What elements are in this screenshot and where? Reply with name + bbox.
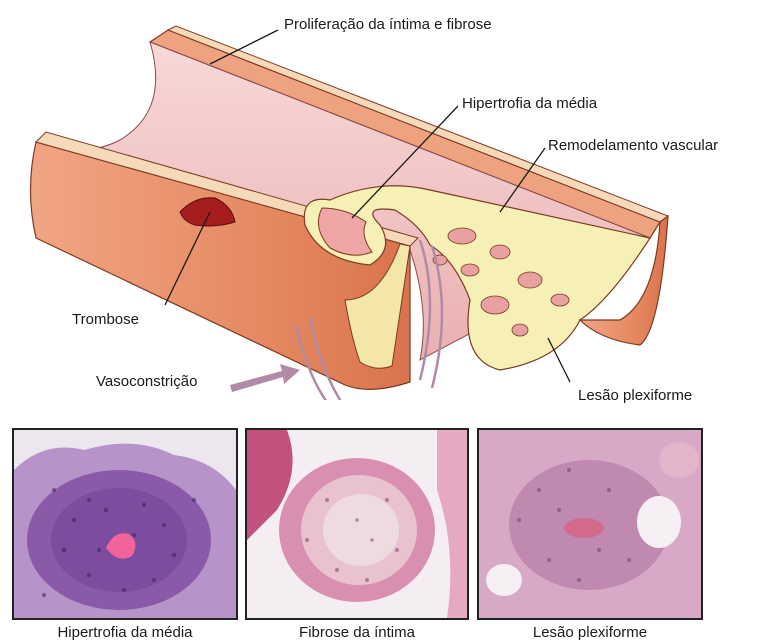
histology-panel-media-hypertrophy xyxy=(12,428,238,620)
vasoconstriction-arrow xyxy=(230,364,300,392)
label-thrombosis: Trombose xyxy=(72,312,139,327)
histology-panel-plexiform-lesion xyxy=(477,428,703,620)
histology-image xyxy=(247,430,467,618)
label-plexiform: Lesão plexiforme xyxy=(578,388,692,403)
vessel-illustration xyxy=(0,0,768,400)
label-media-hypertrophy: Hipertrofia da média xyxy=(462,96,597,111)
caption-intimal-fibrosis: Fibrose da íntima xyxy=(245,625,469,640)
label-remodeling: Remodelamento vascular xyxy=(548,138,718,153)
label-vasoconstriction: Vasoconstrição xyxy=(96,374,197,389)
histology-image xyxy=(479,430,701,618)
histology-panel-intimal-fibrosis xyxy=(245,428,469,620)
histology-image xyxy=(14,430,236,618)
label-proliferation: Proliferação da íntima e fibrose xyxy=(284,17,492,32)
caption-media-hypertrophy: Hipertrofia da média xyxy=(12,625,238,640)
caption-plexiform-lesion: Lesão plexiforme xyxy=(477,625,703,640)
